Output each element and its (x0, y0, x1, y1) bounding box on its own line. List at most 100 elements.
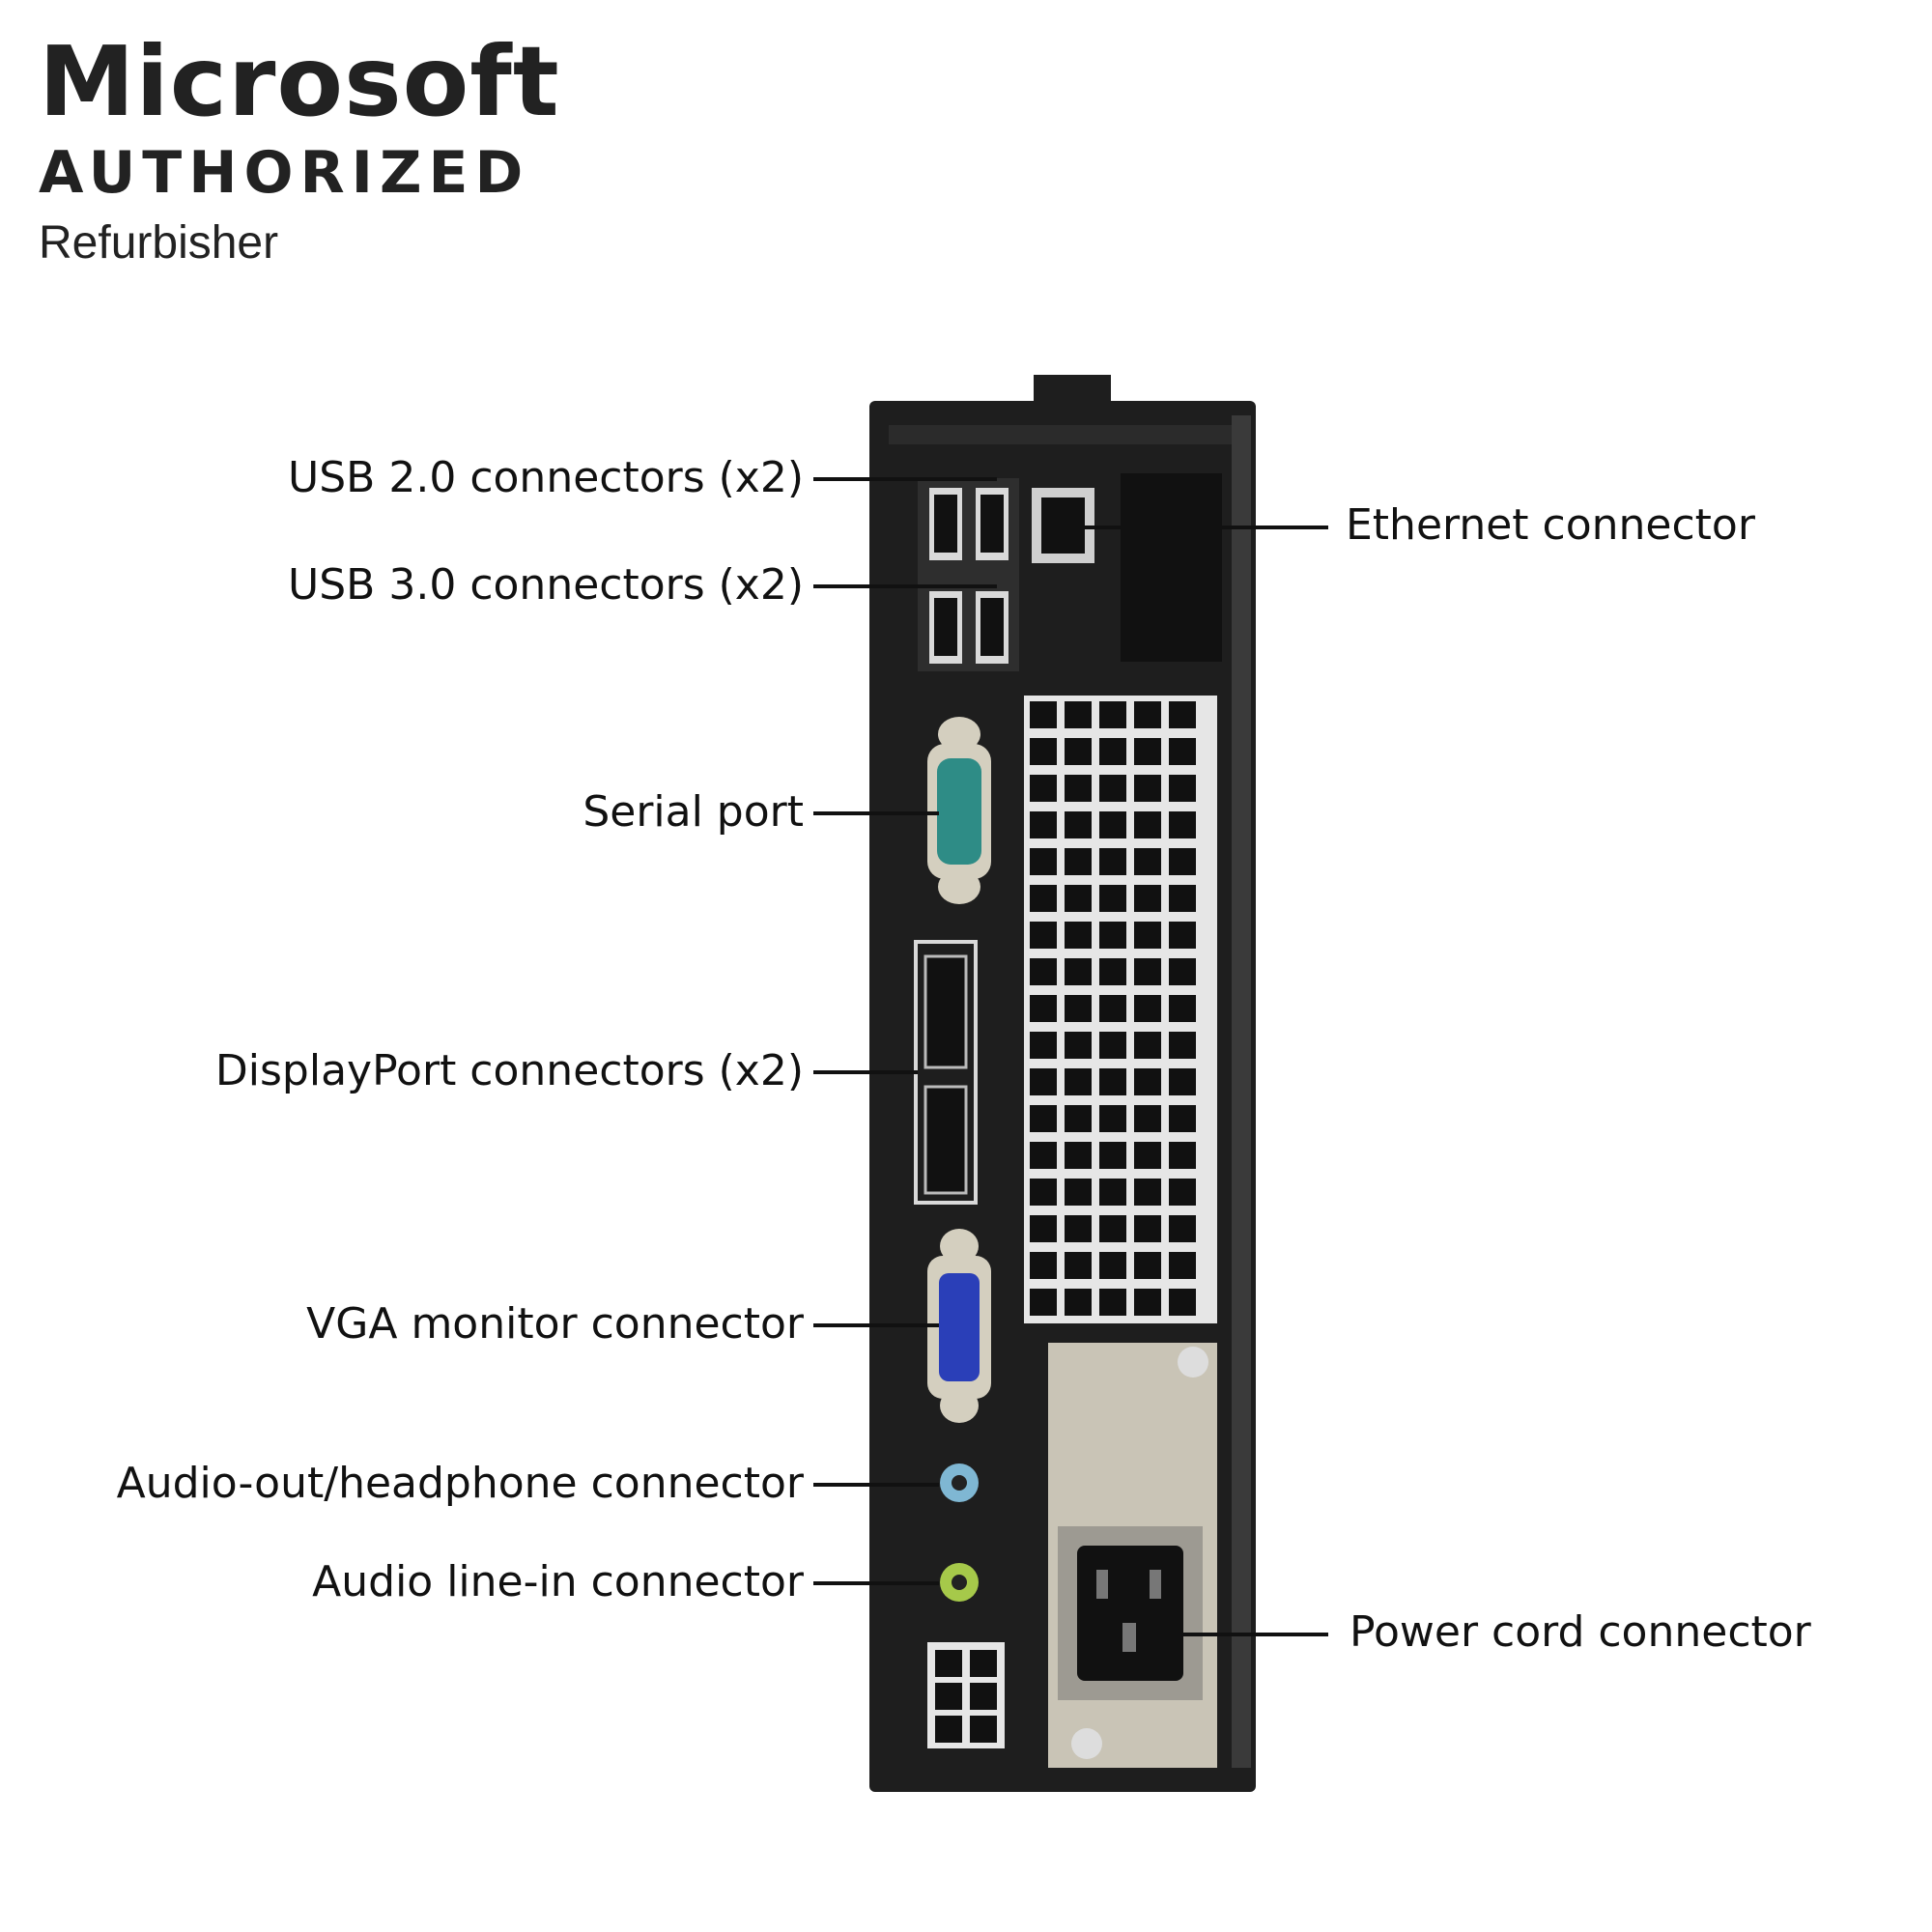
vent-hole (1030, 922, 1057, 949)
displayport-leader (813, 1070, 918, 1074)
vent-hole (1134, 1032, 1161, 1059)
vent-hole (1134, 995, 1161, 1022)
usb2-label: USB 2.0 connectors (x2) (288, 453, 804, 502)
usb3-leader (813, 584, 997, 588)
vent-hole (1169, 1179, 1196, 1206)
vent-hole (1030, 1068, 1057, 1095)
vent-hole (1169, 1215, 1196, 1242)
vent-hole (1065, 1215, 1092, 1242)
vent-hole (1134, 775, 1161, 802)
vent-hole (1134, 922, 1161, 949)
badge-status: AUTHORIZED (39, 139, 530, 207)
vent-hole (1169, 701, 1196, 728)
vent-hole (1169, 995, 1196, 1022)
vent-hole (1134, 1105, 1161, 1132)
vent-hole (1099, 995, 1126, 1022)
vent-hole (1030, 1142, 1057, 1169)
vga-label: VGA monitor connector (306, 1299, 804, 1349)
audio-in-leader (813, 1581, 939, 1585)
power-socket (1077, 1546, 1183, 1681)
vent-hole (1030, 775, 1057, 802)
vent-hole (1169, 1289, 1196, 1316)
vent-hole (1134, 811, 1161, 838)
vent-hole (1030, 811, 1057, 838)
vent-hole (1065, 775, 1092, 802)
vent-hole (1065, 738, 1092, 765)
refurbisher-badge: Microsoft AUTHORIZED Refurbisher (39, 29, 560, 272)
vent-hole (1099, 738, 1126, 765)
badge-brand: Microsoft (39, 25, 560, 138)
vent-hole (1030, 1252, 1057, 1279)
vent-hole (1099, 1179, 1126, 1206)
power-supply (1048, 1343, 1217, 1768)
vent-hole (1065, 1105, 1092, 1132)
power-leader (1140, 1633, 1328, 1636)
vent-hole (1099, 811, 1126, 838)
vent-hole (1030, 1105, 1057, 1132)
vent-hole (1134, 701, 1161, 728)
vent-hole (1030, 885, 1057, 912)
vent-hole (1134, 738, 1161, 765)
vent-hole (1065, 922, 1092, 949)
vent-hole (1099, 1105, 1126, 1132)
ethernet-port (1032, 473, 1222, 662)
vent-hole (1030, 1179, 1057, 1206)
vent-hole (1169, 738, 1196, 765)
badge-role: Refurbisher (39, 217, 279, 269)
vent-hole (1065, 1068, 1092, 1095)
vent-hole (1099, 922, 1126, 949)
vent-hole (1065, 995, 1092, 1022)
vent-hole (1099, 1252, 1126, 1279)
vent-hole (1065, 1252, 1092, 1279)
serial-leader (813, 811, 939, 815)
vent-hole (1099, 1068, 1126, 1095)
usb3-label: USB 3.0 connectors (x2) (288, 560, 804, 610)
vent-hole (1065, 848, 1092, 875)
right-edge (1232, 415, 1251, 1768)
vent-hole (1065, 811, 1092, 838)
vent-grille (1024, 696, 1217, 1323)
vent-hole (1065, 701, 1092, 728)
vga-port (927, 1229, 991, 1423)
vent-hole (1134, 1142, 1161, 1169)
vent-hole (1134, 1215, 1161, 1242)
audio-out-label: Audio-out/headphone connector (116, 1459, 804, 1508)
vent-hole (1134, 848, 1161, 875)
vent-hole (1099, 885, 1126, 912)
vent-hole (1065, 885, 1092, 912)
vent-hole (1030, 738, 1057, 765)
vga-leader (813, 1323, 939, 1327)
vent-hole (1099, 1142, 1126, 1169)
vent-hole (1169, 885, 1196, 912)
ethernet-block (1121, 473, 1222, 662)
vent-hole (1134, 1289, 1161, 1316)
ethernet-leader (1072, 526, 1328, 529)
vent-hole (1065, 1289, 1092, 1316)
vent-hole (1099, 775, 1126, 802)
vent-hole (1030, 848, 1057, 875)
displayport-label: DisplayPort connectors (x2) (214, 1046, 804, 1095)
vent-hole (1169, 811, 1196, 838)
vent-hole (1030, 995, 1057, 1022)
vent-hole (1099, 1032, 1126, 1059)
vent-hole (1030, 1289, 1057, 1316)
vent-hole (1030, 701, 1057, 728)
vent-hole (1169, 848, 1196, 875)
vent-hole (1065, 1032, 1092, 1059)
vent-hole (1134, 1252, 1161, 1279)
vent-hole (1169, 1142, 1196, 1169)
power-label: Power cord connector (1350, 1607, 1811, 1657)
top-rail (889, 425, 1236, 444)
vent-hole (1065, 1142, 1092, 1169)
vent-hole (1030, 958, 1057, 985)
vent-hole (1169, 958, 1196, 985)
vent-hole (1099, 701, 1126, 728)
vent-hole (1099, 1289, 1126, 1316)
vent-hole (1099, 848, 1126, 875)
vent-hole (1099, 958, 1126, 985)
vent-hole (1169, 1105, 1196, 1132)
vent-hole (1169, 922, 1196, 949)
vent-hole (1169, 1032, 1196, 1059)
vent-hole (1030, 1032, 1057, 1059)
vent-hole (1134, 958, 1161, 985)
